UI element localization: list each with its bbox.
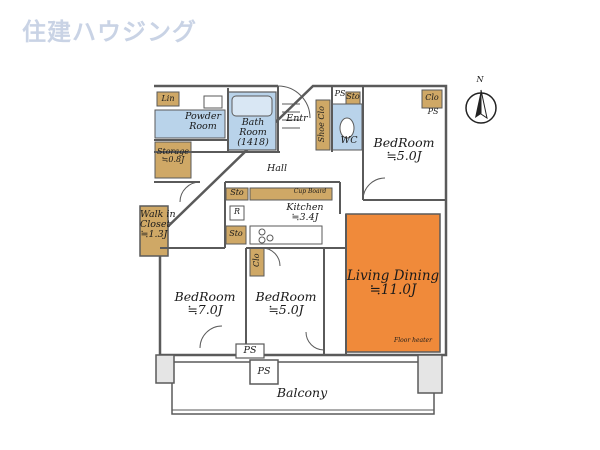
clo-ne-floor bbox=[421, 89, 443, 109]
interior-walls bbox=[154, 86, 446, 355]
clo-mid-label: Clo bbox=[251, 253, 261, 267]
sto-entr-floor bbox=[345, 91, 361, 105]
cupboard-label: Cup Board bbox=[293, 188, 327, 195]
living-dining-floor bbox=[345, 213, 441, 353]
ps-bottom-box bbox=[249, 359, 279, 385]
balcony-pillar-right bbox=[417, 354, 443, 394]
lin-floor bbox=[156, 91, 180, 107]
powder-basin bbox=[203, 95, 223, 109]
watermark-logo: 住建ハウジング bbox=[22, 18, 197, 46]
balcony-label: Balcony bbox=[276, 385, 328, 400]
bedroom-mid-label: BedRoom≒5.0J bbox=[255, 289, 317, 318]
clo-ne-label: Clo bbox=[425, 93, 439, 102]
bedroom-w-label: BedRoom≒7.0J bbox=[174, 289, 236, 318]
cupboard-floor bbox=[249, 187, 333, 201]
storage-floor bbox=[154, 141, 192, 179]
stove-burner bbox=[258, 236, 266, 244]
stove-burner bbox=[266, 234, 274, 242]
north-compass-icon bbox=[465, 89, 497, 124]
ps-ne-label: PS bbox=[427, 107, 439, 116]
floor-heater-label: Floor heater bbox=[394, 337, 432, 344]
entrance-steps bbox=[282, 103, 300, 129]
ps-bottom-label: PS bbox=[257, 366, 271, 377]
storage-label: Storage≒0.8J bbox=[157, 147, 189, 165]
kitchen-counter bbox=[249, 225, 323, 245]
fridge-box bbox=[229, 205, 245, 221]
wc-label: WC bbox=[340, 135, 358, 146]
shoe-closet-label: Shoe Clo bbox=[316, 106, 326, 143]
compass-label: N bbox=[476, 75, 484, 84]
powder-room-floor bbox=[154, 109, 226, 139]
balcony-pillar-left bbox=[155, 354, 175, 384]
stove-burner bbox=[258, 228, 266, 236]
door-swings bbox=[179, 85, 386, 351]
ps-top-label: PS bbox=[334, 89, 346, 98]
sto-upper-label: Sto bbox=[230, 188, 244, 197]
hall-label: Hall bbox=[266, 163, 288, 174]
balcony-area bbox=[155, 354, 443, 415]
bathtub bbox=[231, 95, 273, 117]
sto-lower-label: Sto bbox=[229, 229, 243, 238]
toilet bbox=[339, 117, 355, 139]
sto-entr-label: Sto bbox=[346, 92, 360, 101]
ps-mid-box bbox=[235, 343, 265, 359]
kitchen-label: Kitchen≒3.4J bbox=[286, 202, 324, 223]
fridge-label: R bbox=[233, 207, 241, 216]
entrance-label: Entr bbox=[286, 113, 308, 124]
ps-mid-label: PS bbox=[243, 345, 257, 356]
bedroom-ne-label: BedRoom≒5.0J bbox=[373, 135, 435, 164]
shoe-closet-floor bbox=[315, 99, 331, 151]
lin-label: Lin bbox=[161, 94, 175, 103]
living-dining-label: Living Dining≒11.0J bbox=[346, 268, 440, 299]
